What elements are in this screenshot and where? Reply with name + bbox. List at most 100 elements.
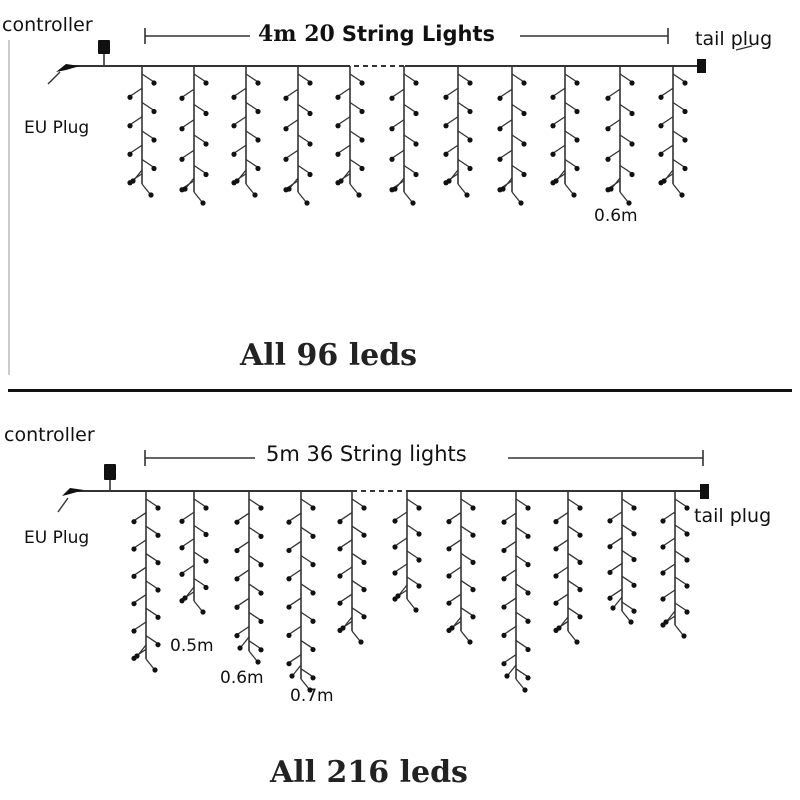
bottom-drop-tail bbox=[507, 664, 517, 676]
bottom-led bbox=[470, 587, 476, 593]
top-branch-wire bbox=[297, 164, 311, 175]
bottom-eu-plug-label: EU Plug bbox=[24, 528, 90, 548]
bottom-led bbox=[286, 632, 292, 638]
bottom-branch-wire bbox=[515, 498, 529, 508]
top-led bbox=[521, 80, 527, 86]
top-drop-tail bbox=[341, 169, 351, 181]
bottom-branch-wire bbox=[515, 639, 529, 650]
top-branch-wire bbox=[564, 101, 578, 112]
top-drop-tail bbox=[664, 169, 674, 181]
bottom-eu-plug bbox=[62, 488, 84, 496]
top-led bbox=[151, 80, 157, 86]
bottom-led bbox=[258, 505, 264, 511]
top-branch-wire bbox=[457, 101, 471, 112]
top-led bbox=[446, 178, 452, 184]
bottom-led bbox=[525, 646, 531, 653]
bottom-led bbox=[684, 609, 690, 615]
top-led bbox=[500, 186, 506, 192]
bottom-branch-wire bbox=[460, 580, 474, 590]
bottom-branch-wire bbox=[621, 575, 635, 585]
bottom-led bbox=[155, 560, 161, 566]
top-led bbox=[413, 171, 419, 178]
top-drop-length-label: 0.6m bbox=[594, 206, 638, 226]
top-led bbox=[179, 126, 185, 132]
bottom-led bbox=[525, 562, 531, 568]
top-drop-tail bbox=[457, 183, 467, 195]
bottom-led bbox=[607, 569, 613, 576]
bottom-branch-wire bbox=[567, 580, 581, 590]
bottom-led bbox=[631, 556, 637, 563]
bottom-led bbox=[310, 675, 316, 681]
bottom-drop-tail bbox=[240, 636, 250, 648]
top-drop-tail bbox=[403, 191, 413, 203]
top-branch-wire bbox=[349, 73, 363, 83]
bottom-branch-wire bbox=[621, 601, 635, 611]
bottom-led bbox=[553, 546, 559, 552]
top-led bbox=[255, 137, 261, 143]
top-branch-wire bbox=[129, 87, 143, 97]
top-led bbox=[200, 200, 206, 206]
top-led bbox=[605, 126, 611, 132]
bottom-led bbox=[258, 618, 264, 625]
bottom-branch-wire bbox=[406, 576, 420, 586]
bottom-led bbox=[361, 559, 367, 566]
top-led bbox=[467, 80, 473, 86]
top-led bbox=[231, 123, 237, 129]
bottom-branch-wire bbox=[448, 539, 462, 549]
top-drop-tail bbox=[133, 169, 143, 181]
bottom-led bbox=[556, 625, 562, 631]
bottom-led bbox=[631, 582, 637, 588]
top-led bbox=[203, 171, 209, 178]
bottom-led bbox=[525, 505, 531, 511]
bottom-branch-wire bbox=[236, 541, 250, 551]
bottom-led bbox=[289, 673, 295, 679]
bottom-branch-wire bbox=[448, 593, 462, 603]
top-led bbox=[497, 156, 503, 162]
bottom-drop-tail bbox=[351, 630, 361, 642]
top-led bbox=[574, 137, 580, 143]
top-branch-wire bbox=[181, 88, 195, 98]
top-led bbox=[392, 186, 398, 192]
top-branch-wire bbox=[564, 158, 578, 169]
bottom-branch-wire bbox=[248, 611, 262, 621]
bottom-branch-wire bbox=[460, 525, 474, 535]
top-drop-tail bbox=[193, 191, 203, 203]
top-led bbox=[203, 110, 209, 117]
top-led bbox=[682, 108, 688, 115]
top-led bbox=[658, 94, 664, 100]
top-led bbox=[518, 200, 524, 206]
bottom-led bbox=[413, 607, 419, 613]
top-branch-wire bbox=[129, 144, 143, 154]
bottom-branch-wire bbox=[288, 540, 302, 551]
bottom-led bbox=[577, 587, 583, 593]
top-led bbox=[521, 171, 527, 178]
bottom-led bbox=[553, 519, 559, 525]
bottom-branch-wire bbox=[248, 526, 262, 536]
bottom-branch-wire bbox=[567, 525, 581, 535]
bottom-led bbox=[392, 518, 398, 524]
top-led bbox=[443, 151, 449, 157]
bottom-branch-wire bbox=[503, 654, 517, 664]
bottom-led bbox=[522, 687, 528, 693]
bottom-branch-wire bbox=[674, 550, 688, 560]
bottom-led bbox=[131, 601, 137, 607]
top-branch-wire bbox=[193, 164, 207, 175]
top-led bbox=[574, 108, 580, 115]
top-led bbox=[151, 165, 157, 172]
bottom-branch-wire bbox=[662, 563, 676, 573]
bottom-controller-label: controller bbox=[4, 424, 95, 446]
top-drop-tail bbox=[349, 183, 359, 195]
top-branch-wire bbox=[245, 73, 259, 83]
bottom-drop-tail bbox=[666, 610, 676, 622]
top-drop-tail bbox=[245, 183, 255, 195]
top-led bbox=[658, 123, 664, 129]
top-branch-wire bbox=[564, 130, 578, 140]
bottom-led bbox=[340, 625, 346, 631]
top-branch-wire bbox=[511, 164, 525, 175]
top-led bbox=[571, 192, 577, 198]
top-led bbox=[629, 80, 635, 86]
bottom-branch-wire bbox=[193, 498, 207, 508]
top-branch-wire bbox=[337, 144, 351, 154]
bottom-led bbox=[470, 559, 476, 566]
top-branch-wire bbox=[499, 88, 513, 98]
